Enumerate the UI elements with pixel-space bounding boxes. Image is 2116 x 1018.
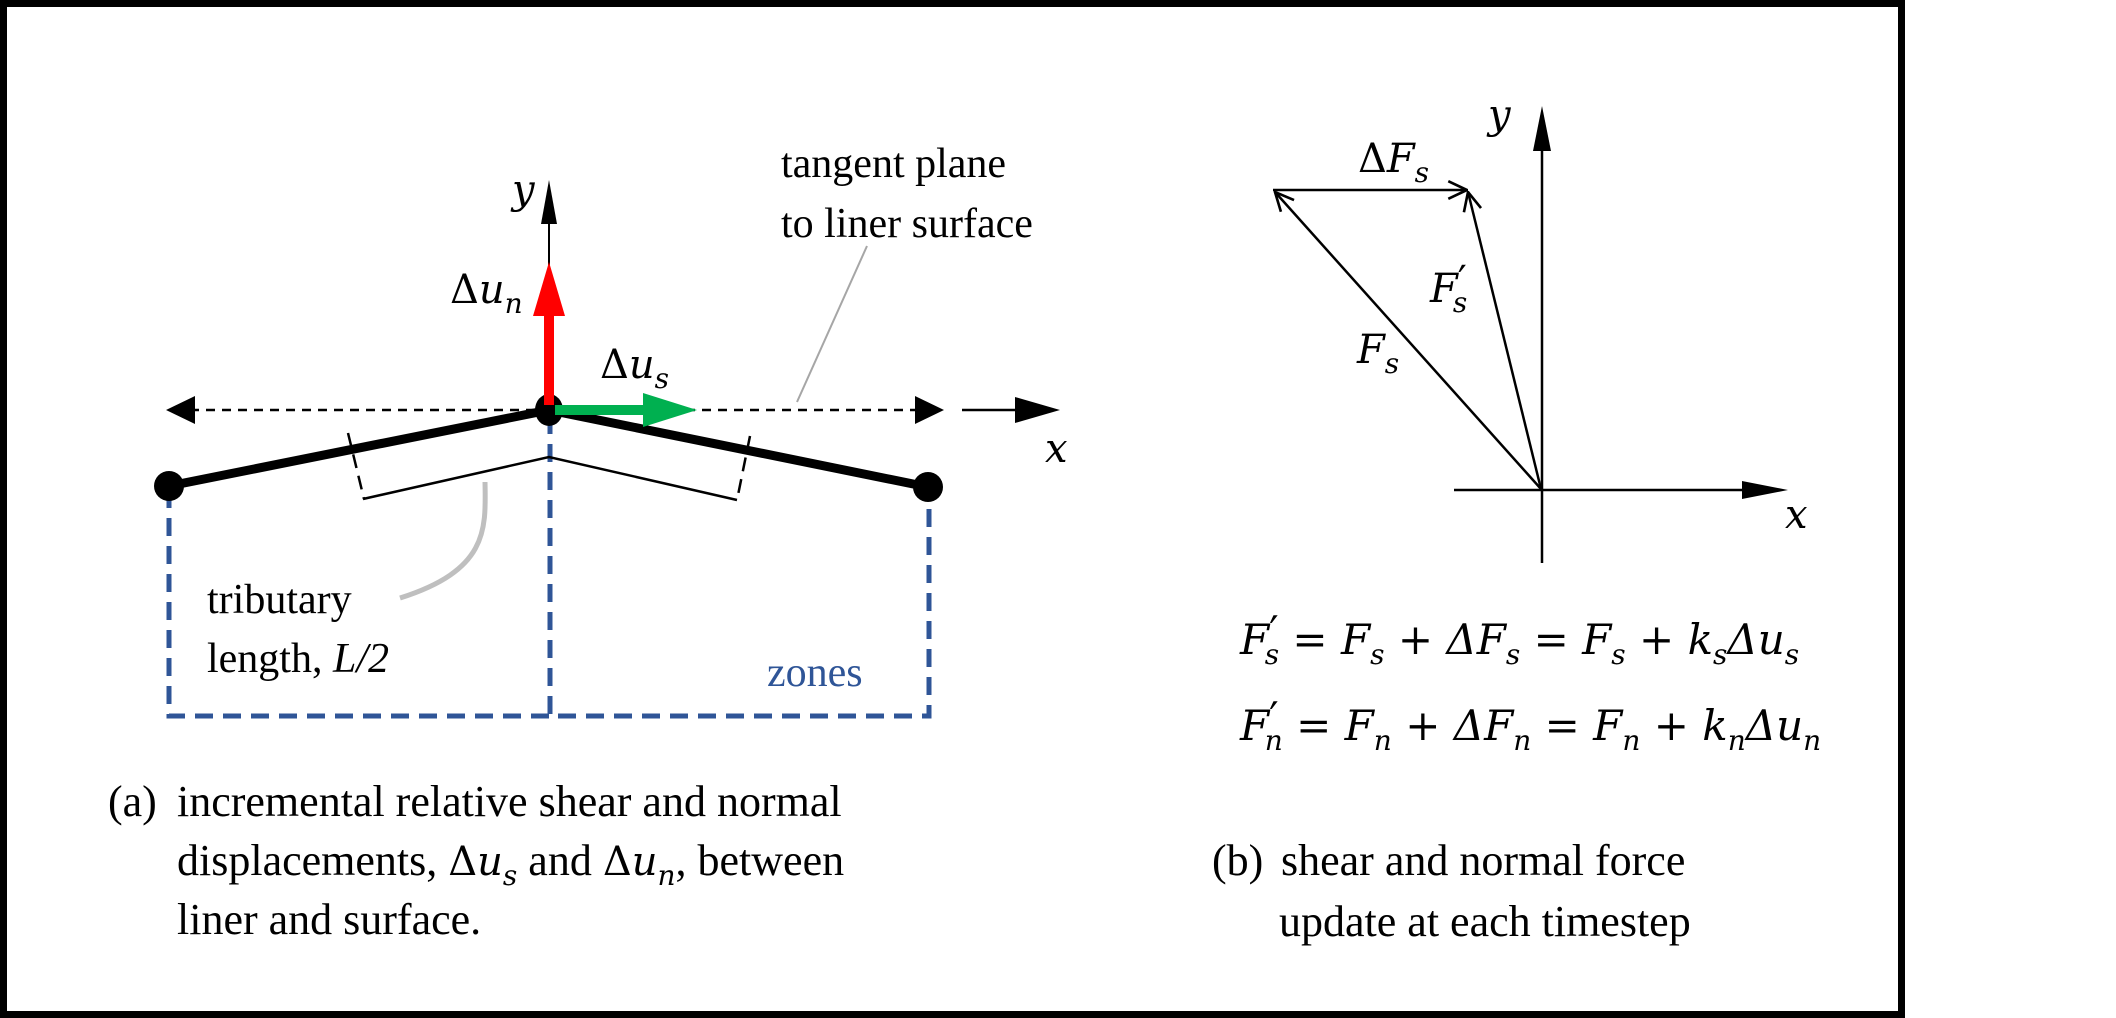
- caption-b-line2: update at each timestep: [1279, 897, 1691, 946]
- axis-y-label-a: y: [510, 167, 536, 213]
- x-axis-arrow-a: [962, 397, 1060, 423]
- zones-label: zones: [767, 650, 863, 696]
- shear-displacement-arrow: [555, 393, 697, 427]
- caption-b-line1: shear and normal force: [1281, 836, 1685, 885]
- fs-prime-vector: [1468, 192, 1543, 490]
- tangent-leader-line: [796, 245, 868, 403]
- caption-a-line1: incremental relative shear and normal: [177, 777, 842, 826]
- caption-a-tag: (a): [108, 777, 157, 826]
- axis-x-label-a: x: [1045, 426, 1068, 472]
- normal-displacement-arrow: [533, 262, 565, 405]
- fs-vector: [1275, 192, 1542, 490]
- node-center: [535, 394, 563, 426]
- svg-text:displacements, Δus and Δun, be: displacements, Δus and Δun, between: [177, 836, 844, 892]
- figure-frame: [0, 0, 1905, 1018]
- node-right: [913, 472, 943, 502]
- panel-a: y x Δun Δus tangent plane to liner surfa…: [108, 141, 1068, 944]
- caption-b: (b) shear and normal force update at each…: [1212, 836, 1691, 946]
- node-left: [154, 471, 184, 501]
- equation-normal: F′n = Fn + ΔFn = Fn + knΔun: [1239, 693, 1821, 757]
- caption-b-tag: (b): [1212, 836, 1263, 885]
- liner-beam: [154, 394, 943, 502]
- axis-y-label-b: y: [1486, 92, 1512, 138]
- x-axis-arrow-b: [1454, 481, 1788, 499]
- panel-b: y x ΔFs F′s Fs F′s = Fs + ΔFs = Fs + ksΔ…: [1212, 92, 1821, 946]
- svg-text:(b)shear and normal force: (b) shear and normal force: [1212, 836, 1685, 885]
- y-axis-arrow-b: [1533, 106, 1551, 563]
- tributary-length-label: tributary length, L/2: [207, 577, 389, 682]
- tributary-ticks: [346, 432, 752, 501]
- fs-label: Fs: [1356, 327, 1399, 380]
- tangent-plane-label: tangent plane to liner surface: [781, 141, 1033, 247]
- zones-outline: [166, 416, 932, 719]
- tangent-plane-line: [166, 396, 944, 424]
- normal-displacement-label: Δun: [450, 267, 523, 320]
- caption-a: (a) incremental relative shear and normal…: [108, 777, 844, 944]
- tributary-bracket: [362, 455, 738, 502]
- fs-prime-label: F′s: [1429, 258, 1467, 319]
- shear-displacement-label: Δus: [600, 342, 669, 395]
- svg-text:(a)incremental relative shear: (a) incremental relative shear and normal: [108, 777, 842, 826]
- axis-x-label-b: x: [1785, 492, 1808, 538]
- caption-a-line3: liner and surface.: [177, 895, 481, 944]
- equation-shear: F′s = Fs + ΔFs = Fs + ksΔus: [1239, 607, 1799, 671]
- tributary-leader-curve: [399, 481, 488, 601]
- delta-fs-label: ΔFs: [1358, 136, 1429, 189]
